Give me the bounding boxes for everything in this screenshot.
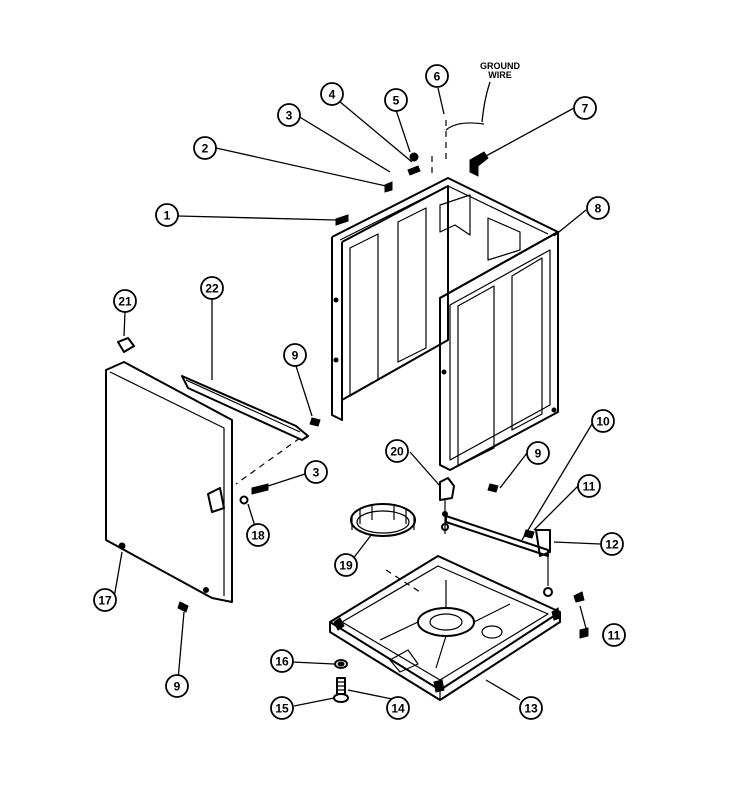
callout-label: 16 bbox=[275, 655, 289, 669]
screw-9-upper bbox=[309, 417, 321, 427]
callout-label: 9 bbox=[292, 349, 299, 363]
callout-label: 9 bbox=[535, 447, 542, 461]
callout-label: 14 bbox=[391, 702, 405, 716]
callout-label: 17 bbox=[98, 594, 112, 608]
callout-label: 1 bbox=[164, 209, 171, 223]
callout-16: 16 bbox=[270, 649, 294, 673]
callout-label: 3 bbox=[313, 466, 320, 480]
ground-wire-label-line2: WIRE bbox=[488, 70, 512, 80]
leader-lines bbox=[113, 81, 601, 707]
callout-19: 19 bbox=[334, 553, 358, 577]
callout-label: 13 bbox=[524, 702, 538, 716]
callout-20: 20 bbox=[385, 439, 409, 463]
callout-label: 8 bbox=[595, 202, 602, 216]
callout-3-lower: 3 bbox=[304, 460, 328, 484]
callout-6: 6 bbox=[425, 64, 449, 88]
callout-17: 17 bbox=[93, 588, 117, 612]
callout-label: 10 bbox=[596, 415, 610, 429]
ground-wire-label-line1: GROUND bbox=[480, 61, 520, 71]
ring-19 bbox=[350, 503, 416, 537]
callout-label: 15 bbox=[275, 702, 289, 716]
cabinet-frame bbox=[331, 120, 559, 471]
callout-label: 3 bbox=[286, 109, 293, 123]
callout-label: 21 bbox=[118, 295, 132, 309]
callout-5: 5 bbox=[384, 88, 408, 112]
callout-label: 20 bbox=[390, 445, 404, 459]
washer-18 bbox=[239, 495, 249, 505]
callout-label: 18 bbox=[251, 529, 265, 543]
callout-9-upper: 9 bbox=[283, 343, 307, 367]
callout-2: 2 bbox=[193, 136, 217, 160]
screw-3-lower bbox=[251, 483, 269, 495]
rail-10-assembly bbox=[385, 477, 553, 597]
base-13 bbox=[329, 555, 589, 701]
callout-label: 11 bbox=[608, 629, 621, 643]
callout-14: 14 bbox=[386, 696, 410, 720]
callout-22: 22 bbox=[200, 276, 224, 300]
callout-8: 8 bbox=[586, 196, 610, 220]
callout-label: 22 bbox=[205, 282, 219, 296]
callout-11-lower: 11 bbox=[602, 623, 626, 647]
callout-18: 18 bbox=[246, 523, 270, 547]
callout-21: 21 bbox=[113, 289, 137, 313]
callout-4: 4 bbox=[320, 82, 344, 106]
clip-21 bbox=[117, 337, 135, 353]
callout-1: 1 bbox=[155, 203, 179, 227]
callout-15: 15 bbox=[270, 696, 294, 720]
callout-label: 11 bbox=[583, 480, 596, 494]
callout-label: 6 bbox=[434, 70, 441, 84]
callout-3-top: 3 bbox=[277, 103, 301, 127]
callout-label: 2 bbox=[202, 142, 209, 156]
callout-10: 10 bbox=[591, 409, 615, 433]
callout-label: 19 bbox=[339, 559, 353, 573]
top-strip-22 bbox=[181, 375, 309, 441]
callout-label: 12 bbox=[605, 538, 619, 552]
callout-13: 13 bbox=[519, 696, 543, 720]
callout-label: 4 bbox=[329, 88, 336, 102]
screw-9-lower bbox=[177, 601, 189, 613]
callout-label: 9 bbox=[174, 680, 181, 694]
callout-label: 7 bbox=[582, 102, 589, 116]
callout-12: 12 bbox=[600, 532, 624, 556]
callout-9-right: 9 bbox=[526, 441, 550, 465]
callout-label: 5 bbox=[393, 94, 400, 108]
callout-11-upper: 11 bbox=[577, 474, 601, 498]
callout-7: 7 bbox=[573, 96, 597, 120]
leveling-leg bbox=[333, 659, 349, 703]
front-panel bbox=[105, 361, 233, 603]
callout-9-lower: 9 bbox=[165, 674, 189, 698]
